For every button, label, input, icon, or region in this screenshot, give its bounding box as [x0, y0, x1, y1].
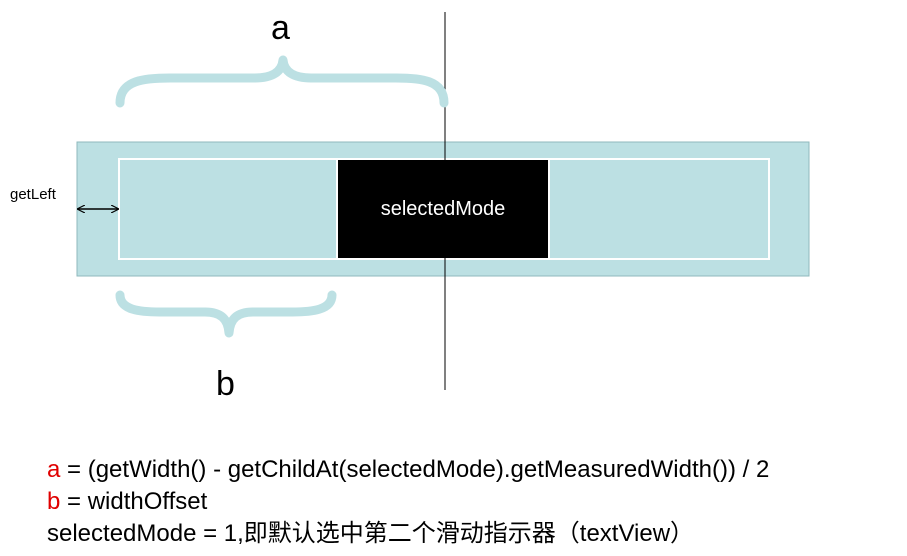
label-b: b	[216, 365, 235, 403]
tab-item-selected	[336, 158, 550, 260]
brace-b	[115, 290, 337, 338]
formula-b-expression: = widthOffset	[60, 488, 208, 515]
formula-b: b = widthOffset	[47, 487, 207, 517]
brace-a	[115, 55, 449, 108]
label-get-left: getLeft	[10, 186, 56, 203]
formula-note: selectedMode = 1,即默认选中第二个滑动指示器（textView）	[47, 520, 695, 547]
formula-a-expression: = (getWidth() - getChildAt(selectedMode)…	[60, 456, 770, 483]
selected-mode-label: selectedMode	[380, 198, 506, 220]
formula-a: a = (getWidth() - getChildAt(selectedMod…	[47, 455, 769, 485]
label-a: a	[271, 9, 290, 47]
formula-b-variable: b	[47, 488, 61, 515]
formula-a-variable: a	[47, 456, 61, 483]
